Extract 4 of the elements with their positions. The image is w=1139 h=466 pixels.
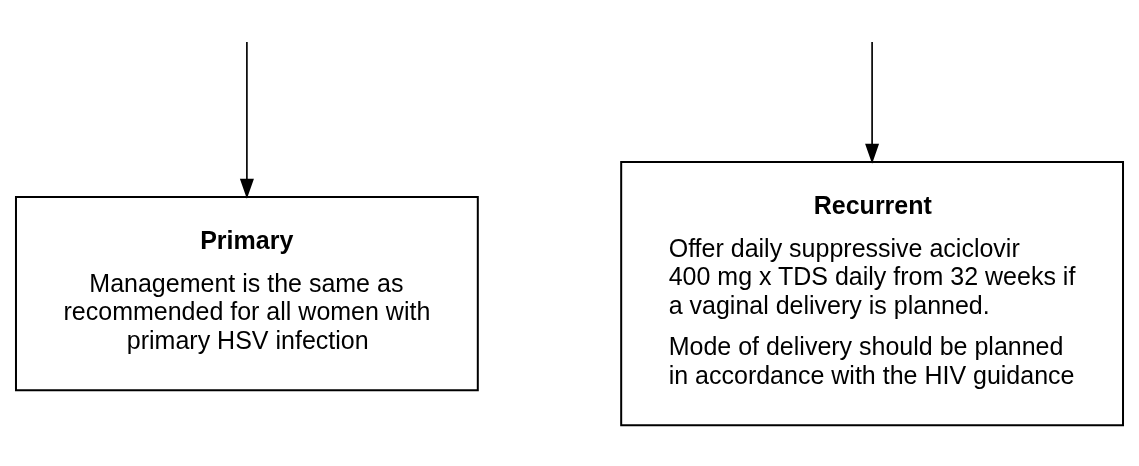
node-box: Primary Management is the same as recommended for all women with primary HSV infection	[15, 195, 479, 392]
node-box: Recurrent Offer daily suppressive aciclovir 400 mg x TDS daily from 32 weeks if a vaginal delivery is planned. Mode of delivery should be planned in accordance with the HIV guidance	[620, 160, 1124, 427]
arrow	[865, 41, 880, 164]
arrow	[239, 41, 254, 199]
